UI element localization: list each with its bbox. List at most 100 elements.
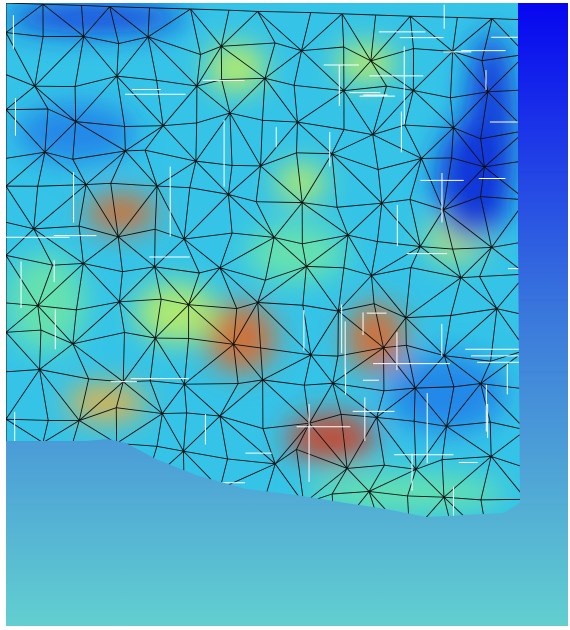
mesh-edge <box>413 51 453 91</box>
field-hotspot <box>346 303 406 373</box>
mesh-edge <box>39 369 89 380</box>
mesh-edge <box>6 3 43 5</box>
fem-mesh-surface[interactable] <box>6 3 568 540</box>
mesh-scene[interactable] <box>6 3 568 626</box>
field-heatmap <box>6 3 516 513</box>
mesh-edge <box>183 238 200 274</box>
mesh-edge <box>219 267 266 281</box>
mesh-edge <box>301 12 312 51</box>
mesh-edge <box>421 158 444 211</box>
mesh-edge <box>162 85 198 127</box>
mesh-edge <box>154 304 189 339</box>
mesh-edge <box>274 422 310 465</box>
mesh-edge <box>220 10 230 47</box>
mesh-edge <box>125 150 158 187</box>
mesh-edge <box>72 309 77 344</box>
field-hotspot <box>286 413 376 463</box>
mesh-edge <box>6 228 35 256</box>
mesh-edge <box>149 7 191 10</box>
mesh-edge <box>196 46 222 87</box>
mesh-edge <box>34 85 76 122</box>
mesh-edge <box>405 277 462 319</box>
mesh-edge <box>109 6 149 38</box>
mesh-edge <box>452 246 492 250</box>
mesh-edge <box>257 11 276 44</box>
mesh-edge <box>453 127 485 168</box>
render-viewport[interactable] <box>6 3 568 626</box>
mesh-edge <box>377 169 383 204</box>
mesh-edge <box>296 152 332 155</box>
mesh-edge <box>72 150 126 160</box>
mesh-edge <box>147 36 198 87</box>
mesh-edge <box>42 3 85 37</box>
mesh-edge <box>442 166 485 211</box>
mesh-edge <box>78 378 90 421</box>
mesh-edge <box>372 134 379 170</box>
mesh-edge <box>446 425 492 457</box>
mesh-edge <box>409 15 453 52</box>
mesh-edge <box>233 344 264 381</box>
mesh-edge <box>260 347 311 356</box>
mesh-edge <box>124 125 164 127</box>
mesh-edge <box>232 232 275 238</box>
mesh-edge <box>119 298 162 303</box>
mesh-edge <box>219 237 275 269</box>
mesh-edge <box>386 85 414 91</box>
mesh-edge <box>233 302 259 345</box>
field-hotspot <box>386 353 506 433</box>
mesh-edge <box>116 407 163 415</box>
mesh-edge <box>221 77 266 80</box>
mesh-edge <box>117 236 155 268</box>
mesh-edge <box>144 150 158 187</box>
mesh-edge <box>116 36 149 77</box>
mesh-edge <box>188 304 234 345</box>
mesh-edge <box>405 315 451 319</box>
mesh-edge <box>452 18 493 52</box>
mesh-edge <box>37 305 77 311</box>
mesh-edge <box>409 198 444 211</box>
mesh-edge <box>39 330 42 370</box>
mesh-edge <box>72 343 124 383</box>
mesh-edge <box>33 186 39 229</box>
mesh-edge <box>115 381 124 408</box>
mesh-edge <box>384 464 417 470</box>
mesh-edge <box>373 303 384 348</box>
mesh-edge <box>6 255 39 306</box>
mesh-edge <box>370 48 414 62</box>
mesh-edge <box>260 120 263 166</box>
mesh-edge <box>44 151 87 185</box>
mesh-edge <box>310 354 338 357</box>
mesh-edge <box>452 51 483 62</box>
mesh-edge <box>414 355 445 389</box>
mesh-edge <box>189 187 229 195</box>
mesh-edge <box>441 426 448 460</box>
mesh-edge <box>219 379 263 417</box>
mesh-edge <box>305 266 339 312</box>
mesh-edge <box>296 122 298 153</box>
mesh-edge <box>371 267 411 276</box>
field-hotspot <box>306 473 506 513</box>
mesh-edge <box>410 15 458 18</box>
mesh-edge <box>157 185 190 189</box>
mesh-edge <box>238 379 263 385</box>
mesh-edge <box>124 331 156 339</box>
mesh-edge <box>480 138 485 168</box>
mesh-edge <box>376 387 416 418</box>
mesh-edge <box>83 263 120 303</box>
mesh-edge <box>304 382 333 386</box>
mesh-edge <box>332 382 385 392</box>
mesh-edge <box>118 228 156 238</box>
mesh-edge <box>413 90 454 129</box>
mesh-edge <box>450 91 488 99</box>
mesh-edge <box>6 369 40 373</box>
mesh-edge <box>119 301 156 339</box>
field-hotspot <box>6 253 86 353</box>
mesh-edge <box>156 79 197 87</box>
mesh-edge <box>44 121 77 153</box>
mesh-edge <box>75 121 125 127</box>
field-hotspot <box>86 193 156 233</box>
mesh-edge <box>264 77 295 86</box>
mesh-edge <box>154 238 185 268</box>
mesh-edge <box>110 182 158 187</box>
